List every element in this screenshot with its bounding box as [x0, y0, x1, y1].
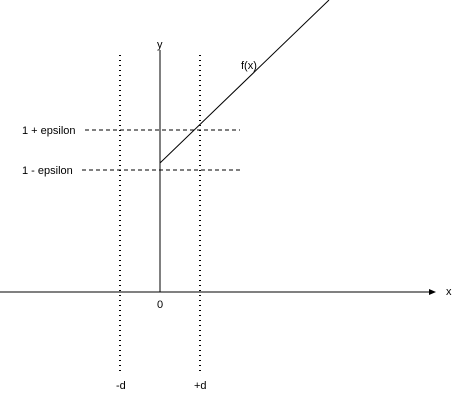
- origin-label: 0: [157, 299, 163, 311]
- y-axis-label: y: [157, 39, 163, 51]
- x-axis-label: x: [446, 286, 452, 298]
- function-label: f(x): [241, 60, 257, 72]
- minus-d-label: -d: [116, 380, 126, 392]
- lower-epsilon-label: 1 - epsilon: [22, 165, 73, 177]
- upper-epsilon-label: 1 + epsilon: [22, 125, 76, 137]
- x-axis-arrowhead: [429, 289, 436, 295]
- plus-d-label: +d: [194, 380, 207, 392]
- function-line: [159, 0, 330, 164]
